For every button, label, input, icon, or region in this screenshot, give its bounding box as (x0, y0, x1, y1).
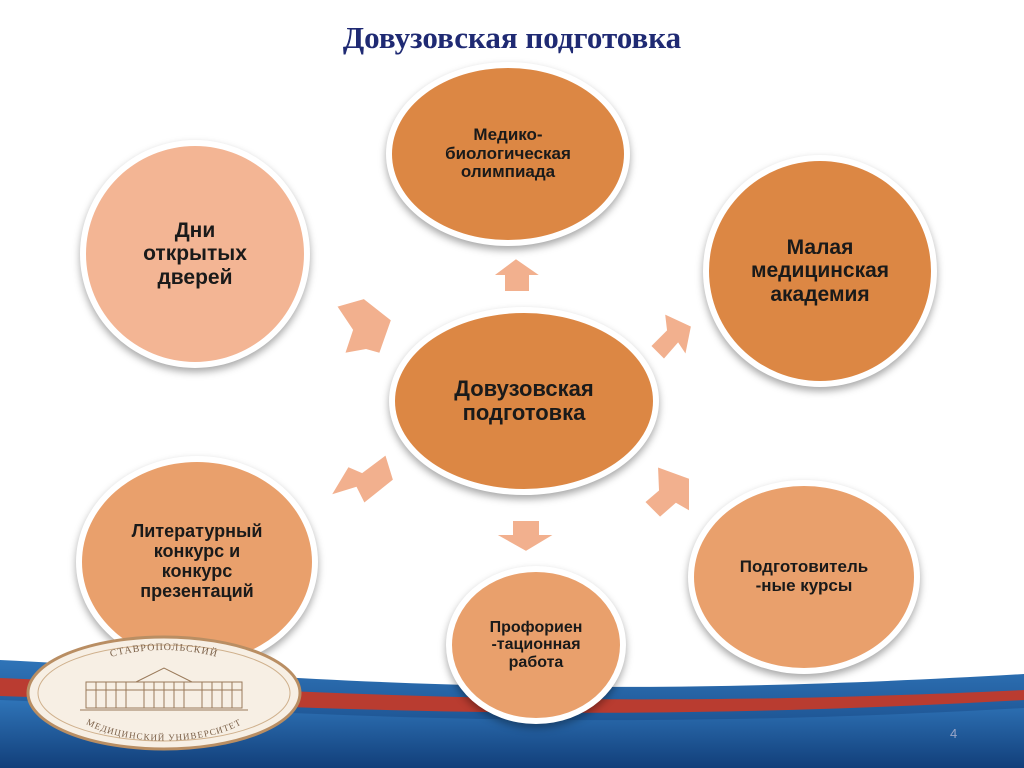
node-academy-label: Малая медицинская академия (750, 236, 890, 306)
university-logo: СТАВРОПОЛЬСКИЙ МЕДИЦИНСКИЙ УНИВЕРСИТЕТ (26, 635, 302, 751)
arrow-up-right (648, 311, 694, 362)
node-courses-label: Подготовитель -ные курсы (739, 557, 869, 595)
arrow-down-right (642, 464, 691, 520)
node-courses: Подготовитель -ные курсы (688, 480, 920, 674)
node-open-days: Дни открытых дверей (80, 140, 310, 368)
node-olympiad: Медико- биологическая олимпиада (386, 62, 630, 246)
node-academy: Малая медицинская академия (703, 155, 937, 387)
arrow-up (489, 256, 546, 293)
node-open-days-label: Дни открытых дверей (143, 219, 247, 289)
slide-title: Довузовская подготовка (342, 20, 682, 55)
page-number: 4 (950, 726, 958, 741)
center-node-label: Довузовская подготовка (454, 375, 594, 425)
arrow-down-left (327, 452, 396, 506)
node-literary-label: Литературный конкурс и конкурс презентац… (131, 521, 263, 601)
arrow-down (490, 519, 560, 554)
node-career: Профориен -тационная работа (446, 566, 626, 724)
center-node: Довузовская подготовка (389, 307, 659, 495)
arrow-up-left (334, 296, 394, 356)
node-olympiad-label: Медико- биологическая олимпиада (445, 124, 571, 182)
node-career-label: Профориен -тационная работа (489, 618, 583, 671)
